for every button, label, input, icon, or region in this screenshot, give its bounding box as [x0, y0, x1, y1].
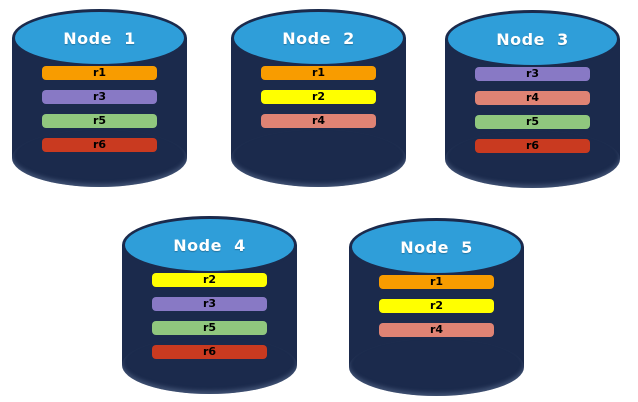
cylinder-top-cap: Node 3 — [445, 10, 620, 68]
replica-bar: r6 — [152, 345, 267, 359]
node-title: Node 4 — [173, 235, 246, 255]
node-1-cylinder: Node 1 r1 r3 r5 r6 — [12, 9, 187, 187]
replica-bar: r3 — [42, 90, 157, 104]
replica-bar: r6 — [42, 138, 157, 152]
node-3-cylinder: Node 3 r3 r4 r5 r6 — [445, 10, 620, 188]
node-title: Node 5 — [400, 237, 473, 257]
node-title: Node 1 — [63, 28, 136, 48]
replica-bar: r4 — [475, 91, 590, 105]
replica-list: r1 r2 r4 — [379, 275, 494, 347]
node-5-cylinder: Node 5 r1 r2 r4 — [349, 218, 524, 396]
replica-bar: r2 — [379, 299, 494, 313]
replica-bar: r3 — [152, 297, 267, 311]
replica-list: r1 r3 r5 r6 — [42, 66, 157, 162]
cylinder-bottom-cap — [349, 338, 524, 396]
cylinder-top-cap: Node 1 — [12, 9, 187, 67]
cylinder-top-cap: Node 5 — [349, 218, 524, 276]
replica-bar: r4 — [379, 323, 494, 337]
node-2-cylinder: Node 2 r1 r2 r4 — [231, 9, 406, 187]
replica-list: r2 r3 r5 r6 — [152, 273, 267, 369]
cylinder-top-cap: Node 4 — [122, 216, 297, 274]
replica-bar: r6 — [475, 139, 590, 153]
node-title: Node 3 — [496, 29, 569, 49]
replica-list: r1 r2 r4 — [261, 66, 376, 138]
cylinder-top-cap: Node 2 — [231, 9, 406, 67]
node-4-cylinder: Node 4 r2 r3 r5 r6 — [122, 216, 297, 394]
cylinder-bottom-cap — [231, 129, 406, 187]
replica-bar: r2 — [261, 90, 376, 104]
replica-bar: r5 — [152, 321, 267, 335]
replica-bar: r1 — [261, 66, 376, 80]
replica-bar: r1 — [379, 275, 494, 289]
replica-bar: r2 — [152, 273, 267, 287]
replica-bar: r3 — [475, 67, 590, 81]
replica-bar: r5 — [475, 115, 590, 129]
node-title: Node 2 — [282, 28, 355, 48]
replica-bar: r1 — [42, 66, 157, 80]
replica-bar: r5 — [42, 114, 157, 128]
replica-list: r3 r4 r5 r6 — [475, 67, 590, 163]
replica-bar: r4 — [261, 114, 376, 128]
